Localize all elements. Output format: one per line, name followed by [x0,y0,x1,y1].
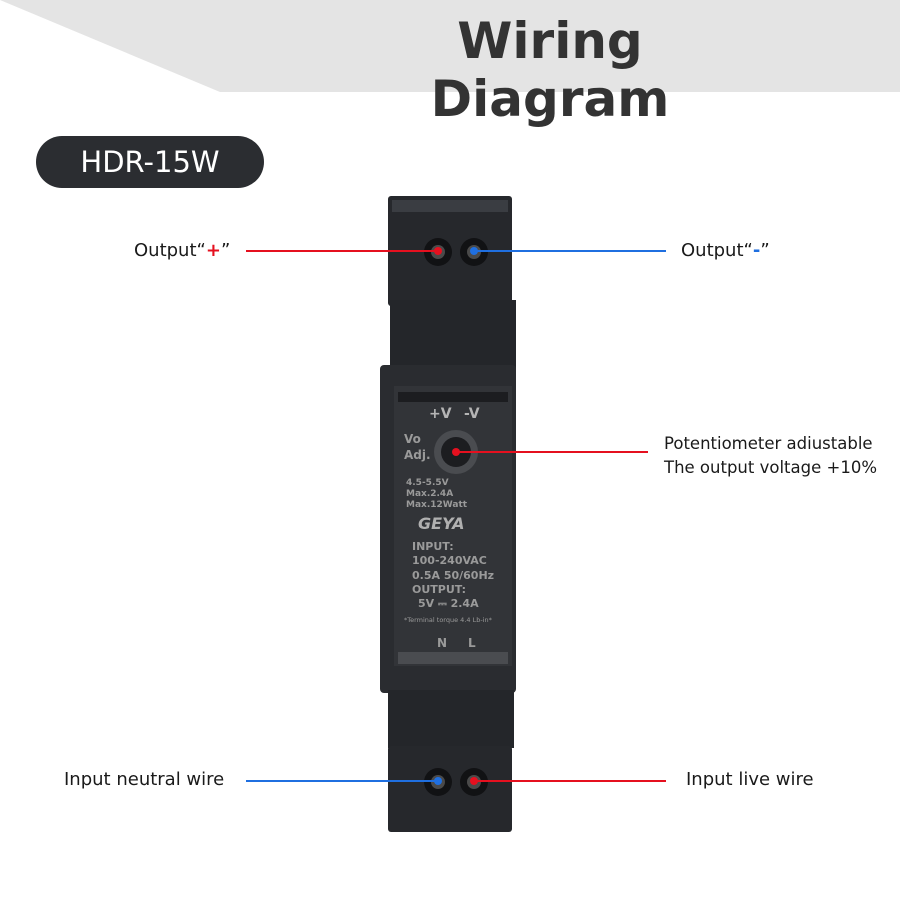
upper-body [390,300,516,370]
label-potentiometer: Potentiometer adiustable The output volt… [664,432,877,480]
label-output-positive: Output“+” [134,240,230,261]
page-title: Wiring Diagram [430,12,670,128]
device-max-a: Max.2.4A [406,489,454,499]
lower-body [388,690,514,748]
label-output-positive-text: Output“ [134,240,206,261]
device-input-v: 100-240VAC [412,554,487,567]
device-input-a: 0.5A 50/60Hz [412,569,495,582]
header-diagonal [0,0,220,92]
label-potentiometer-line2: The output voltage +10% [664,458,877,477]
label-input-live: Input live wire [686,769,814,790]
device-output-v: 5V ⎓ 2.4A [418,597,479,610]
header-band [0,0,900,92]
leader-input-live [470,777,666,785]
device-torque: *Terminal torque 4.4 Lb-in* [404,616,492,624]
label-output-negative: Output“-” [681,240,770,261]
label-output-negative-text: Output“ [681,240,753,261]
quote-close: ” [220,240,231,261]
label-input-neutral: Input neutral wire [64,769,225,790]
model-badge: HDR-15W [36,136,264,188]
device-max-w: Max.12Watt [406,500,468,510]
device-minus-v: -V [464,406,480,422]
minus-sign: - [752,240,761,261]
device-brand-logo: GEYA [418,514,465,533]
leader-potentiometer [452,448,648,456]
device-vo: Vo [404,432,421,446]
device-plus-v: +V [429,406,452,422]
device-output-label: OUTPUT: [412,583,467,596]
device-range: 4.5-5.5V [406,478,449,488]
device-l: L [468,636,476,650]
leader-output-pos [246,247,442,255]
device-n: N [437,636,448,650]
label-potentiometer-line1: Potentiometer adiustable [664,434,873,453]
device-adj: Adj. [404,448,431,462]
device-input-label: INPUT: [412,540,454,553]
quote-close: ” [760,240,770,261]
plus-sign: + [205,240,221,261]
leader-output-neg [470,247,666,255]
leader-input-neutral [246,777,442,785]
